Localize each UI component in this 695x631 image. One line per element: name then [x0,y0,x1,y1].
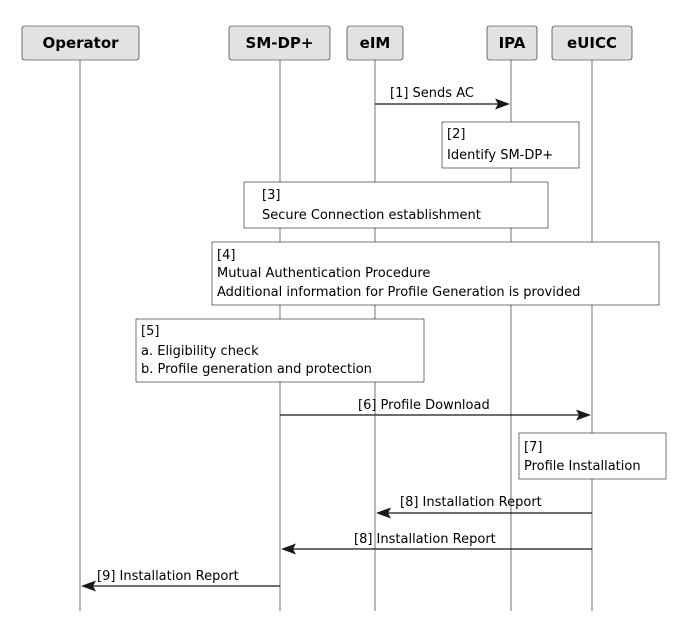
participant-euicc: eUICC [551,25,633,61]
note-2-line-2: Identify SM-DP+ [447,148,553,163]
note-5-line-1: [5] [141,324,159,339]
note-3-line-1: [3] [262,188,280,203]
participant-euicc-label: eUICC [567,34,617,52]
note-7-line-1: [7] [524,440,542,455]
participant-smdp-label: SM-DP+ [246,34,314,52]
message-8b: [8] Installation Report [281,532,592,555]
note-3: [3] Secure Connection establishment [243,181,549,229]
message-8b-label: [8] Installation Report [354,532,496,547]
note-4-line-1: [4] [217,248,235,263]
message-1: [1] Sends AC [375,86,510,110]
note-4-line-3: Additional information for Profile Gener… [217,285,580,300]
participant-operator-label: Operator [42,34,119,52]
note-5: [5] a. Eligibility check b. Profile gene… [135,318,425,383]
note-3-line-2: Secure Connection establishment [262,208,481,223]
participant-smdp: SM-DP+ [228,25,331,61]
note-2-line-1: [2] [447,127,465,142]
note-2: [2] Identify SM-DP+ [441,121,580,169]
note-4: [4] Mutual Authentication Procedure Addi… [211,241,660,306]
participant-ipa-label: IPA [499,34,526,52]
message-8a-label: [8] Installation Report [400,495,542,510]
message-9-label: [9] Installation Report [97,569,239,584]
participant-ipa: IPA [486,25,538,61]
note-7-line-2: Profile Installation [524,459,641,474]
message-6-label: [6] Profile Download [358,398,490,413]
message-8a: [8] Installation Report [376,495,592,519]
message-9: [9] Installation Report [81,569,280,592]
note-5-line-2: a. Eligibility check [141,344,259,359]
note-4-line-2: Mutual Authentication Procedure [217,266,430,281]
note-7: [7] Profile Installation [518,432,667,480]
participant-operator: Operator [21,25,140,61]
note-5-line-3: b. Profile generation and protection [141,362,372,377]
participant-eim: eIM [346,25,404,61]
message-1-label: [1] Sends AC [390,86,474,101]
message-6: [6] Profile Download [280,398,591,421]
participant-eim-label: eIM [360,34,391,52]
